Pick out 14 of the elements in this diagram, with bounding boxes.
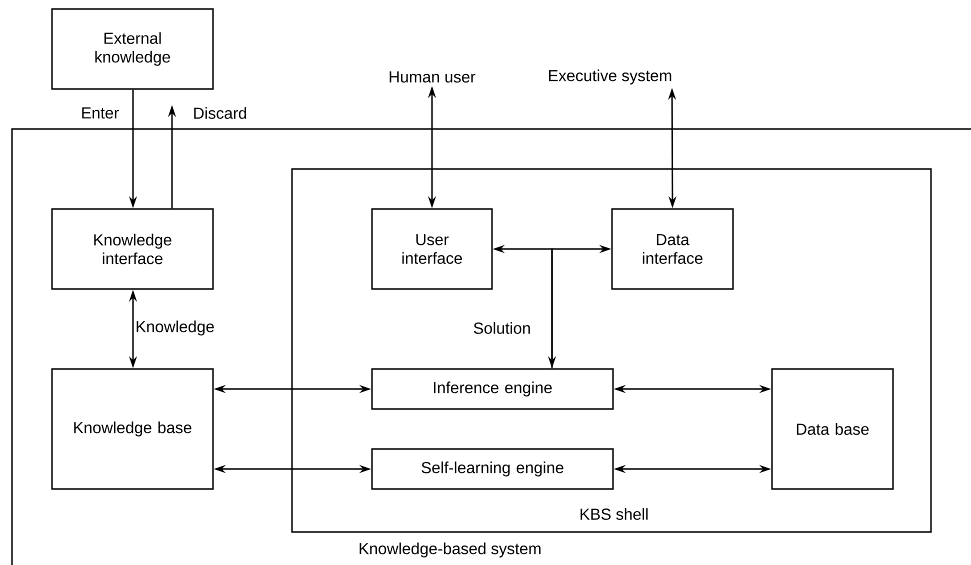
process-box: Knowledge base xyxy=(51,368,214,490)
process-box: Data base xyxy=(771,368,894,490)
edge-label: Enter xyxy=(80,106,120,120)
process-box: User interface xyxy=(371,208,493,290)
process-box: Self-learning engine xyxy=(371,448,614,490)
process-box: External knowledge xyxy=(51,8,214,90)
process-box: Inference engine xyxy=(371,368,614,410)
edge-label: Solution xyxy=(472,320,532,336)
process-box: Data interface xyxy=(611,208,734,290)
endpoint-label: Human user xyxy=(390,71,476,83)
process-box: Knowledge interface xyxy=(51,208,214,290)
endpoint-label: Executive system xyxy=(549,70,672,84)
edge-label: Discard xyxy=(192,106,248,120)
edge-label: Knowledge xyxy=(134,319,216,337)
